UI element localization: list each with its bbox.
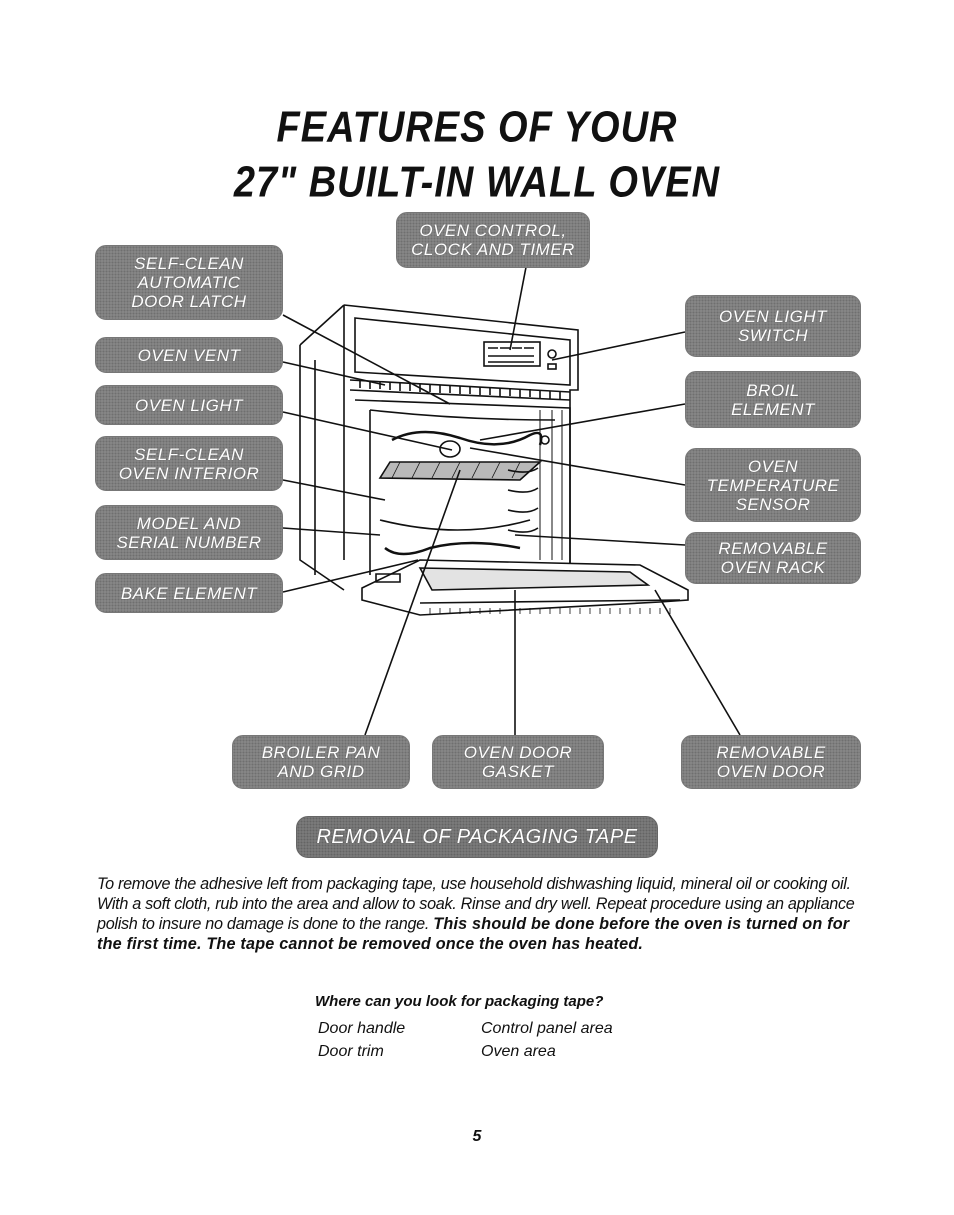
callout-line-bake — [282, 559, 419, 593]
tape-locations-question: Where can you look for packaging tape? — [315, 993, 604, 1010]
label-oven-control: OVEN CONTROL, CLOCK AND TIMER — [396, 212, 590, 268]
label-text: OVEN DOOR — [463, 743, 573, 762]
label-text: OVEN INTERIOR — [118, 463, 260, 483]
label-broil-element: BROIL ELEMENT — [685, 371, 861, 428]
label-text: OVEN LIGHT — [719, 307, 827, 326]
label-text: SELF-CLEAN — [134, 254, 244, 273]
label-temperature-sensor: OVEN TEMPERATURE SENSOR — [685, 448, 861, 522]
callout-line-broil — [479, 403, 686, 441]
label-door-latch: SELF-CLEAN AUTOMATIC DOOR LATCH — [95, 245, 283, 320]
callout-line-rack — [514, 534, 686, 546]
callout-line-sensor — [469, 447, 686, 486]
label-text: BAKE ELEMENT — [120, 583, 258, 603]
label-oven-door: REMOVABLE OVEN DOOR — [681, 735, 861, 789]
callout-line-light — [282, 411, 453, 451]
label-model-serial: MODEL AND SERIAL NUMBER — [95, 505, 283, 560]
label-text: TEMPERATURE — [706, 475, 840, 495]
label-text: SENSOR — [735, 494, 811, 514]
callout-line-interior — [282, 479, 386, 501]
section-heading: REMOVAL OF PACKAGING TAPE — [296, 816, 658, 858]
label-self-clean-interior: SELF-CLEAN OVEN INTERIOR — [95, 436, 283, 491]
label-bake-element: BAKE ELEMENT — [95, 573, 283, 613]
label-text: AND GRID — [277, 762, 365, 781]
instructions-text: To remove the adhesive left from packagi… — [97, 875, 855, 933]
callout-line-door — [654, 589, 741, 736]
label-text: ELEMENT — [731, 399, 815, 419]
callout-line-control — [509, 261, 528, 351]
label-text: REMOVABLE — [718, 539, 828, 558]
label-broiler-pan: BROILER PAN AND GRID — [232, 735, 410, 789]
label-text: AUTOMATIC — [137, 273, 241, 292]
label-text: MODEL AND — [136, 513, 242, 533]
instructions-paragraph: To remove the adhesive left from packagi… — [97, 874, 863, 954]
label-oven-rack: REMOVABLE OVEN RACK — [685, 532, 861, 584]
label-text: GASKET — [482, 762, 554, 781]
callout-line-model — [282, 527, 381, 536]
label-text: BROILER PAN — [261, 743, 381, 762]
callout-line-light-switch — [551, 331, 686, 361]
label-text: BROIL — [746, 380, 800, 400]
label-text: DOOR LATCH — [131, 292, 247, 311]
label-text: OVEN DOOR — [716, 762, 826, 781]
location-oven-area: Oven area — [481, 1043, 556, 1060]
label-door-gasket: OVEN DOOR GASKET — [432, 735, 604, 789]
label-oven-light-switch: OVEN LIGHT SWITCH — [685, 295, 861, 357]
title-line-1: FEATURES OF YOUR — [276, 103, 678, 152]
title-line-2: 27" BUILT-IN WALL OVEN — [233, 158, 721, 207]
location-door-handle: Door handle — [318, 1020, 406, 1037]
label-oven-vent: OVEN VENT — [95, 337, 283, 373]
page-title: FEATURES OF YOUR 27" BUILT-IN WALL OVEN — [0, 100, 954, 210]
label-text: REMOVABLE — [716, 743, 826, 762]
label-text: SELF-CLEAN — [134, 444, 244, 464]
label-text: OVEN RACK — [720, 558, 826, 577]
label-text: OVEN LIGHT — [135, 395, 243, 415]
label-text: SWITCH — [737, 326, 809, 345]
oven-illustration — [299, 304, 689, 616]
label-text: CLOCK AND TIMER — [411, 240, 575, 259]
location-control-panel: Control panel area — [481, 1020, 613, 1037]
warning-text: This should be done before the oven is t… — [97, 915, 850, 953]
page-number: 5 — [472, 1128, 482, 1145]
callout-line-broiler-pan — [364, 469, 461, 736]
callout-line-vent — [282, 361, 386, 386]
label-text: OVEN VENT — [137, 345, 241, 365]
label-oven-light: OVEN LIGHT — [95, 385, 283, 425]
callout-lines — [282, 261, 741, 736]
callout-line-latch — [282, 314, 451, 405]
label-text: OVEN — [747, 456, 799, 476]
location-door-trim: Door trim — [318, 1043, 384, 1060]
label-text: OVEN CONTROL, — [419, 221, 567, 240]
label-text: SERIAL NUMBER — [116, 532, 262, 552]
